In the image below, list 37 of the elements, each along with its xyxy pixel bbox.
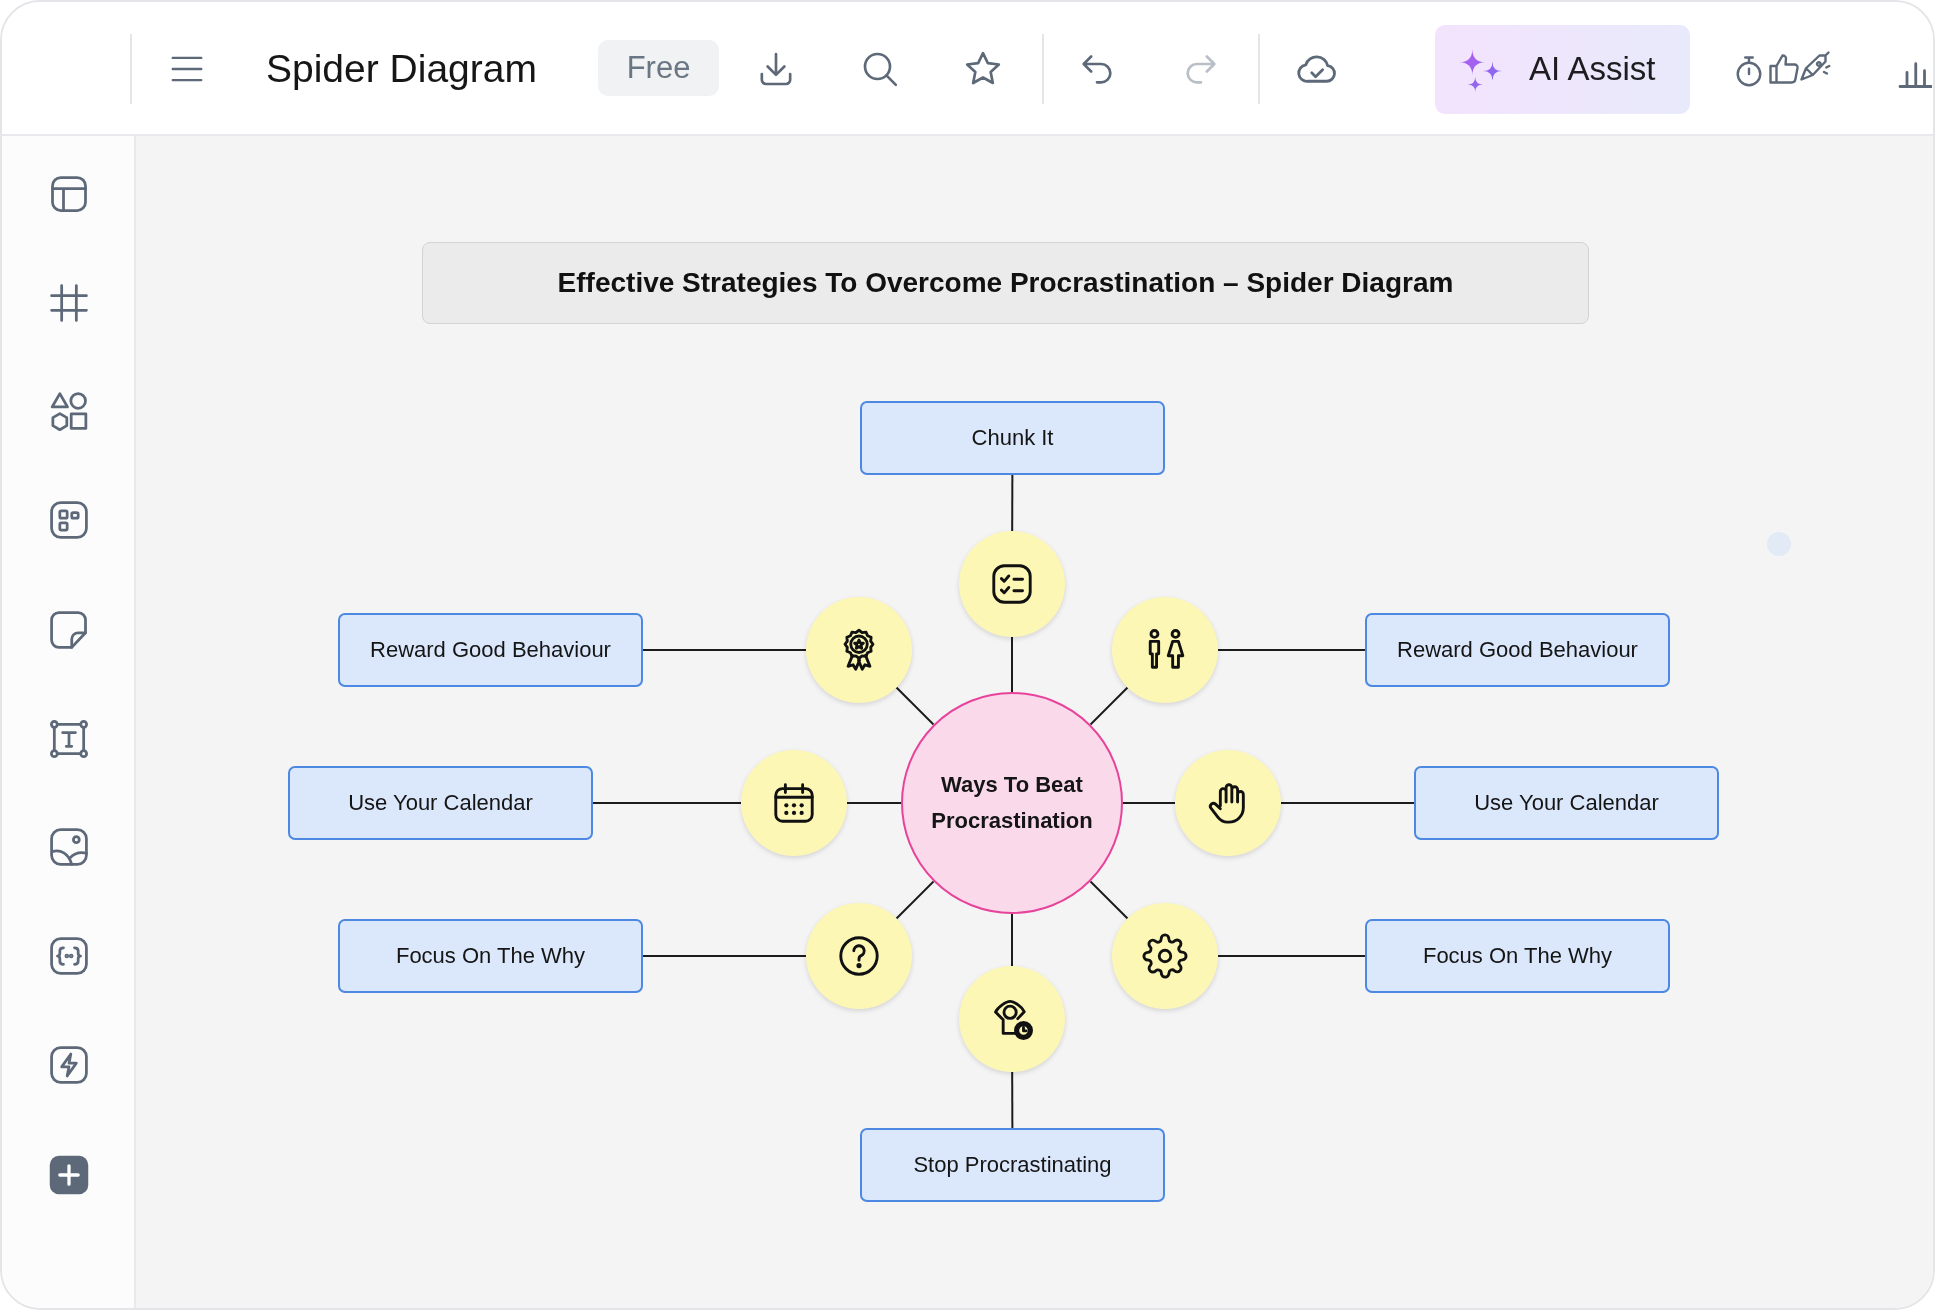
topic-box — [288, 766, 593, 840]
topic-box — [338, 919, 643, 993]
connector-line — [895, 686, 935, 726]
topic-box — [1365, 919, 1670, 993]
topic-box — [860, 1128, 1165, 1202]
connector-line — [592, 802, 742, 804]
plan-badge: Free — [598, 40, 719, 96]
central-topic-text: Ways To Beat Procrastination — [930, 770, 1094, 835]
connector-line — [1089, 880, 1129, 920]
connector-line — [1217, 955, 1366, 957]
connector-line — [895, 880, 935, 920]
topic-text: Stop Procrastinating — [913, 1152, 1112, 1178]
connector-line — [642, 955, 807, 957]
topic-text: Chunk It — [971, 425, 1054, 451]
ai-assist-button: AI Assist — [1435, 25, 1690, 114]
topic-text: Reward Good Behaviour — [370, 637, 611, 663]
topic-box — [1414, 766, 1719, 840]
connector-line — [1217, 649, 1366, 651]
connector-line — [1011, 913, 1013, 967]
topic-text: Focus On The Why — [1422, 943, 1613, 969]
connector-line — [1089, 686, 1129, 726]
connector-line — [1280, 802, 1415, 804]
connector-line — [1122, 802, 1176, 804]
connector-line — [1011, 474, 1014, 532]
topic-box — [860, 401, 1165, 475]
topic-box — [338, 613, 643, 687]
topic-text: Use Your Calendar — [348, 790, 533, 816]
connector-line — [1011, 1071, 1014, 1129]
topic-text: Use Your Calendar — [1474, 790, 1659, 816]
topic-text: Focus On The Why — [395, 943, 586, 969]
connector-line — [642, 649, 807, 651]
topic-box — [1365, 613, 1670, 687]
connector-line — [846, 802, 902, 804]
topic-text: Reward Good Behaviour — [1397, 637, 1638, 663]
connector-line — [1011, 636, 1013, 693]
diagram-title: Effective Strategies To Overcome Procrastination – Spider Diagram — [557, 267, 1454, 299]
document-title: Spider Diagram — [266, 46, 537, 92]
